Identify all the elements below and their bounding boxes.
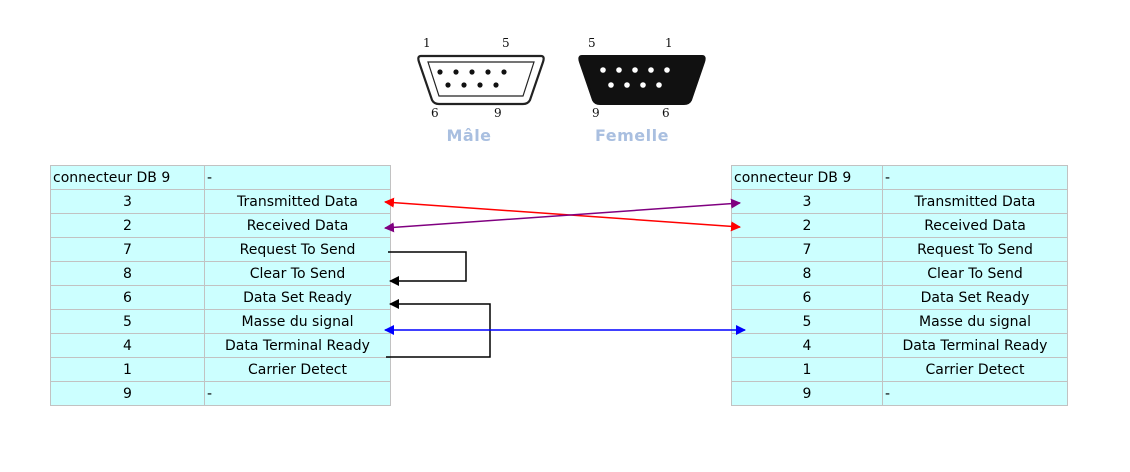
female-connector: 5 1 9 6 Femelle xyxy=(574,30,714,160)
table-header-row: connecteur DB 9 - xyxy=(50,165,391,190)
signal-name-cell: Carrier Detect xyxy=(204,357,391,382)
female-pin-label-bottom-left: 9 xyxy=(592,106,600,120)
tx-crossover-wire xyxy=(384,197,741,232)
table-row: 9- xyxy=(50,381,391,406)
signal-name-cell: Masse du signal xyxy=(204,309,391,334)
female-pin-label-top-right: 1 xyxy=(665,36,673,50)
signal-name-cell: Clear To Send xyxy=(204,261,391,286)
pin-number-cell: 2 xyxy=(731,213,883,238)
female-pin-label-top-left: 5 xyxy=(588,36,596,50)
male-pin-label-bottom-right: 9 xyxy=(494,106,502,120)
male-connector: 1 5 6 9 Mâle xyxy=(413,30,553,160)
pin-number-cell: 4 xyxy=(731,333,883,358)
signal-name-cell: Masse du signal xyxy=(882,309,1068,334)
pin-number-cell: 1 xyxy=(731,357,883,382)
rx-crossover-wire xyxy=(384,198,741,233)
female-db9-connector-icon xyxy=(578,55,706,105)
male-db9-connector-icon xyxy=(417,54,545,106)
header-connector-cell: connecteur DB 9 xyxy=(50,165,205,190)
male-pin-label-bottom-left: 6 xyxy=(431,106,439,120)
female-pin-label-bottom-right: 6 xyxy=(662,106,670,120)
signal-name-cell: Request To Send xyxy=(204,237,391,262)
signal-name-cell: Transmitted Data xyxy=(204,189,391,214)
signal-name-cell: - xyxy=(204,381,391,406)
pin-number-cell: 3 xyxy=(50,189,205,214)
header-signal-cell: - xyxy=(204,165,391,190)
pin-number-cell: 3 xyxy=(731,189,883,214)
signal-name-cell: Carrier Detect xyxy=(882,357,1068,382)
signal-name-cell: Received Data xyxy=(882,213,1068,238)
signal-name-cell: Data Set Ready xyxy=(204,285,391,310)
male-caption: Mâle xyxy=(446,126,492,145)
signal-name-cell: - xyxy=(882,381,1068,406)
male-pin-label-top-right: 5 xyxy=(502,36,510,50)
table-row: 9- xyxy=(731,381,1068,406)
pin-number-cell: 2 xyxy=(50,213,205,238)
signal-name-cell: Data Terminal Ready xyxy=(204,333,391,358)
pin-number-cell: 6 xyxy=(50,285,205,310)
pin-number-cell: 7 xyxy=(731,237,883,262)
signal-name-cell: Transmitted Data xyxy=(882,189,1068,214)
pin-number-cell: 1 xyxy=(50,357,205,382)
female-caption: Femelle xyxy=(595,126,669,145)
rts-cts-loopback-wire xyxy=(388,251,467,286)
pin-number-cell: 9 xyxy=(731,381,883,406)
header-signal-cell: - xyxy=(882,165,1068,190)
pin-number-cell: 8 xyxy=(50,261,205,286)
signal-name-cell: Request To Send xyxy=(882,237,1068,262)
male-pin-label-top-left: 1 xyxy=(423,36,431,50)
signal-name-cell: Data Set Ready xyxy=(882,285,1068,310)
